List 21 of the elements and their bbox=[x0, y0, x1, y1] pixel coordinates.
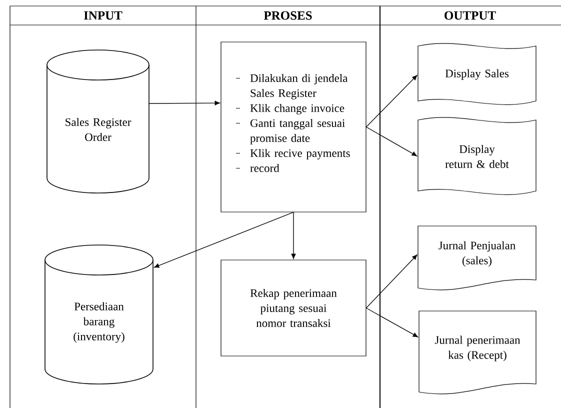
list-item: Klik change invoice bbox=[236, 104, 344, 114]
arrow bbox=[366, 254, 418, 308]
list-item: Ganti tanggal sesuai promise date bbox=[236, 118, 345, 144]
node-label: Persediaan barang (inventory) bbox=[74, 302, 124, 343]
arrow bbox=[366, 308, 418, 338]
database-cylinder: Sales Register Order bbox=[46, 50, 150, 194]
list-item: Dilakukan di jendela Sales Register bbox=[236, 74, 348, 100]
arrow bbox=[366, 126, 418, 156]
arrow bbox=[291, 212, 296, 259]
column-header: INPUT bbox=[84, 11, 122, 20]
database-cylinder: Persediaan barang (inventory) bbox=[44, 244, 154, 384]
arrow bbox=[154, 212, 294, 268]
list-item: Klik recive payments bbox=[236, 148, 350, 160]
arrow bbox=[148, 100, 220, 106]
column-header: PROSES bbox=[264, 11, 312, 20]
node-label: Sales Register Order bbox=[66, 118, 132, 142]
process-box bbox=[220, 42, 366, 212]
arrow bbox=[366, 75, 418, 128]
list-item: record bbox=[236, 164, 280, 172]
column-header: OUTPUT bbox=[444, 11, 496, 20]
process-box: Rekap penerimaan piutang sesuai nomor transaksi bbox=[220, 260, 366, 356]
